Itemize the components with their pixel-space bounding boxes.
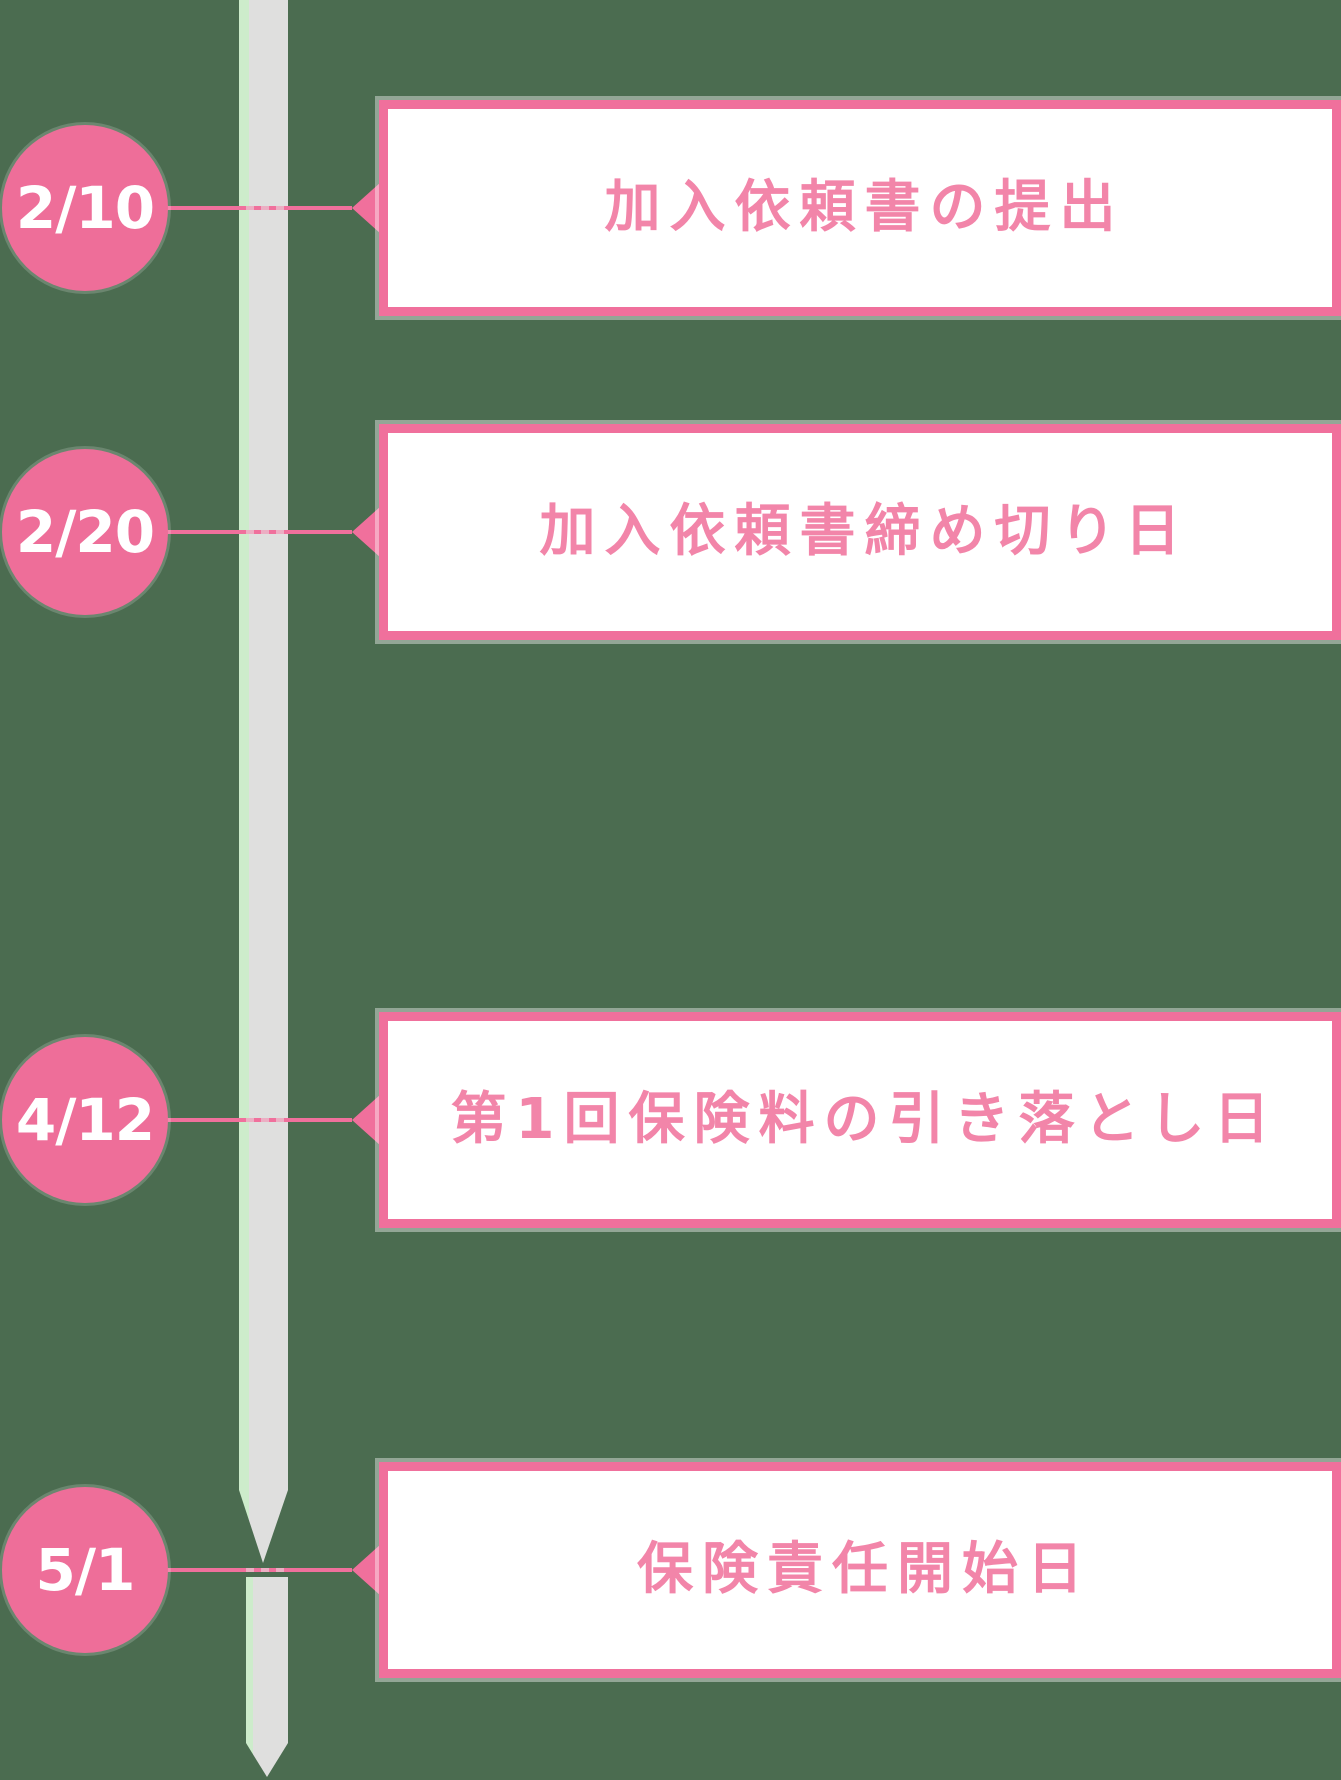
date-badge: 5/1 <box>2 1487 168 1653</box>
date-badge: 2/10 <box>2 125 168 291</box>
arrow-left-icon <box>352 182 381 234</box>
connector-line-dash <box>239 206 288 210</box>
event-label: 第1回保険料の引き落とし日 <box>450 1087 1279 1153</box>
event-box: 加入依頼書の提出 <box>375 96 1341 320</box>
connector-line <box>118 1118 352 1122</box>
timeline-bar <box>239 0 288 1563</box>
arrow-left-icon <box>352 1544 381 1596</box>
arrow-left-icon <box>352 1094 381 1146</box>
date-badge: 2/20 <box>2 449 168 615</box>
event-box: 第1回保険料の引き落とし日 <box>375 1008 1341 1232</box>
date-label: 5/1 <box>35 1536 136 1604</box>
event-label: 加入依頼書締め切り日 <box>539 499 1190 565</box>
event-label: 加入依頼書の提出 <box>604 175 1125 241</box>
timeline-bar-tail-arrow <box>246 1577 288 1777</box>
date-label: 2/20 <box>15 498 155 566</box>
connector-line-dash <box>239 530 288 534</box>
connector-line <box>118 530 352 534</box>
event-box: 加入依頼書締め切り日 <box>375 420 1341 644</box>
date-badge: 4/12 <box>2 1037 168 1203</box>
date-label: 2/10 <box>15 174 155 242</box>
arrow-left-icon <box>352 506 381 558</box>
date-label: 4/12 <box>15 1086 155 1154</box>
event-label: 保険責任開始日 <box>637 1537 1092 1603</box>
connector-line <box>118 206 352 210</box>
event-box: 保険責任開始日 <box>375 1458 1341 1682</box>
connector-line-dash <box>239 1568 288 1572</box>
connector-line-dash <box>239 1118 288 1122</box>
connector-line <box>118 1568 352 1572</box>
